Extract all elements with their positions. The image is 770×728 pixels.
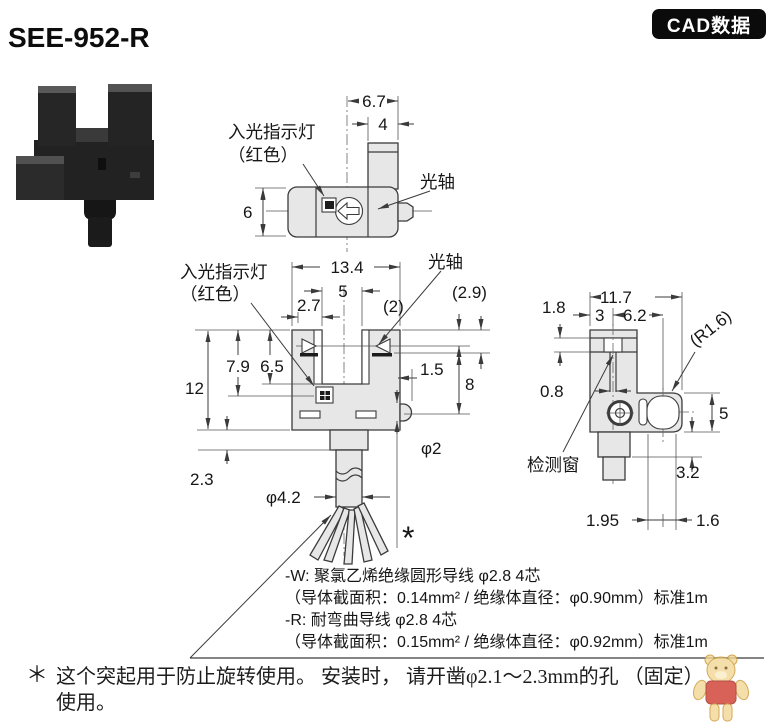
dim-front-cable-dia: φ4.2 [266, 488, 301, 507]
label-optical-axis: 光轴 [420, 172, 455, 192]
dim-front-led-offset: 2.7 [297, 296, 321, 315]
spec-leader [189, 514, 764, 659]
dim-side-collar-h: 3.2 [676, 463, 700, 482]
dim-front-height: 12 [185, 379, 204, 398]
led-icon [325, 201, 334, 209]
label-light-indicator: 入光指示灯 [180, 262, 268, 282]
dim-side-window-x: 3 [595, 306, 604, 325]
led-window [98, 158, 106, 170]
dim-front-axis-offset: (2) [383, 297, 404, 316]
dim-front-slot-depth: 6.5 [260, 357, 284, 376]
dim-front-knob-offset: 1.5 [420, 360, 444, 379]
dim-side-width: 11.7 [600, 288, 632, 307]
spec-line-r-detail: （导体截面积：0.15mm² / 绝缘体直径：φ0.92mm）标准1m [285, 634, 708, 651]
body-detail [130, 172, 140, 178]
cable-boot [84, 200, 116, 219]
dimension-drawing: 6.7 4 6 入光指示灯 （红色） 光轴 [180, 92, 764, 659]
dim-front-bar-offset: (2.9) [452, 283, 487, 302]
side-knob [397, 202, 414, 222]
label-light-indicator: 入光指示灯 [228, 122, 316, 142]
cable [88, 217, 112, 247]
watermark-mascot [693, 654, 749, 722]
prong-top-face [38, 86, 76, 93]
sensor-right-prong [108, 84, 152, 146]
footnote-line1: 这个突起用于防止旋转使用。 安装时， 请开凿φ2.1～2.3mm的孔 （固定） [56, 666, 704, 688]
dim-front-knob-drop: 8 [465, 375, 474, 394]
anti-rotation-knob [399, 403, 413, 422]
asterisk-marker: * [402, 520, 414, 556]
cable-leader-line [189, 514, 332, 659]
prong-top-face [108, 84, 152, 92]
sensor-left-prong [38, 86, 76, 146]
block-top-face [16, 156, 64, 164]
dim-side-hole-r: 1.6 [696, 511, 720, 530]
dim-side-radius: (R1.6) [686, 307, 735, 351]
spec-line-r: -R: 耐弯曲导线 φ2.8 4芯 [285, 612, 458, 629]
spec-line-w: -W: 聚氯乙烯绝缘圆形导线 φ2.8 4芯 [285, 568, 541, 585]
axis-arrow-glyph [337, 201, 360, 221]
dim-side-window-h: 1.8 [542, 298, 566, 317]
dim-side-arm-h: 5 [719, 404, 728, 423]
label-detection-window: 检测窗 [527, 455, 580, 475]
wire [309, 505, 346, 561]
footnote-marker: ＊ [26, 662, 49, 687]
dim-front-knob-dia: φ2 [421, 439, 441, 458]
slot-floor [76, 128, 108, 142]
mascot-vest [705, 680, 737, 705]
cable-plug [602, 456, 626, 481]
label-optical-axis: 光轴 [428, 252, 463, 272]
dim-front-width: 13.4 [330, 258, 363, 277]
footnote-line2: 使用。 [56, 692, 116, 714]
side-view: 11.7 3 6.2 1.8 0.8 5 [527, 288, 735, 530]
cad-data-badge[interactable]: CAD数据 [652, 9, 766, 39]
sensor-slot [76, 82, 108, 132]
dim-front-slot: 5 [338, 282, 347, 301]
spec-line-w-detail: （导体截面积：0.14mm² / 绝缘体直径：φ0.90mm）标准1m [285, 590, 708, 607]
footnote: ＊ 这个突起用于防止旋转使用。 安装时， 请开凿φ2.1～2.3mm的孔 （固定… [26, 662, 756, 716]
wire [343, 509, 356, 565]
cable-collar [597, 431, 631, 458]
dim-side-slit: 0.8 [540, 382, 564, 401]
mascot-head [706, 656, 736, 684]
dim-top-width: 6.7 [362, 92, 386, 111]
dim-side-hole-l: 1.95 [586, 511, 619, 530]
page-title: SEE-952-R [8, 22, 150, 53]
top-view: 6.7 4 6 入光指示灯 （红色） 光轴 [228, 92, 455, 252]
dim-side-hole-x: 6.2 [623, 306, 647, 325]
dim-top-depth: 6 [243, 203, 252, 222]
mounting-hole [646, 395, 680, 430]
cable-collar [329, 429, 369, 451]
label-light-indicator-color: （红色） [180, 284, 250, 304]
dim-front-led-depth: 7.9 [226, 357, 250, 376]
wire [323, 507, 351, 563]
front-view: 13.4 5 2.7 12 7.9 [180, 252, 490, 565]
knob-side-profile [638, 398, 648, 426]
wire [357, 502, 389, 556]
product-photo [16, 82, 154, 247]
cable-spec-block: -W: 聚氯乙烯绝缘圆形导线 φ2.8 4芯 （导体截面积：0.14mm² / … [285, 566, 708, 654]
dim-front-collar: 2.3 [190, 470, 214, 489]
axis-marker-left [301, 338, 318, 354]
dim-top-tube: 4 [378, 115, 387, 134]
label-light-indicator-color: （红色） [228, 145, 298, 165]
